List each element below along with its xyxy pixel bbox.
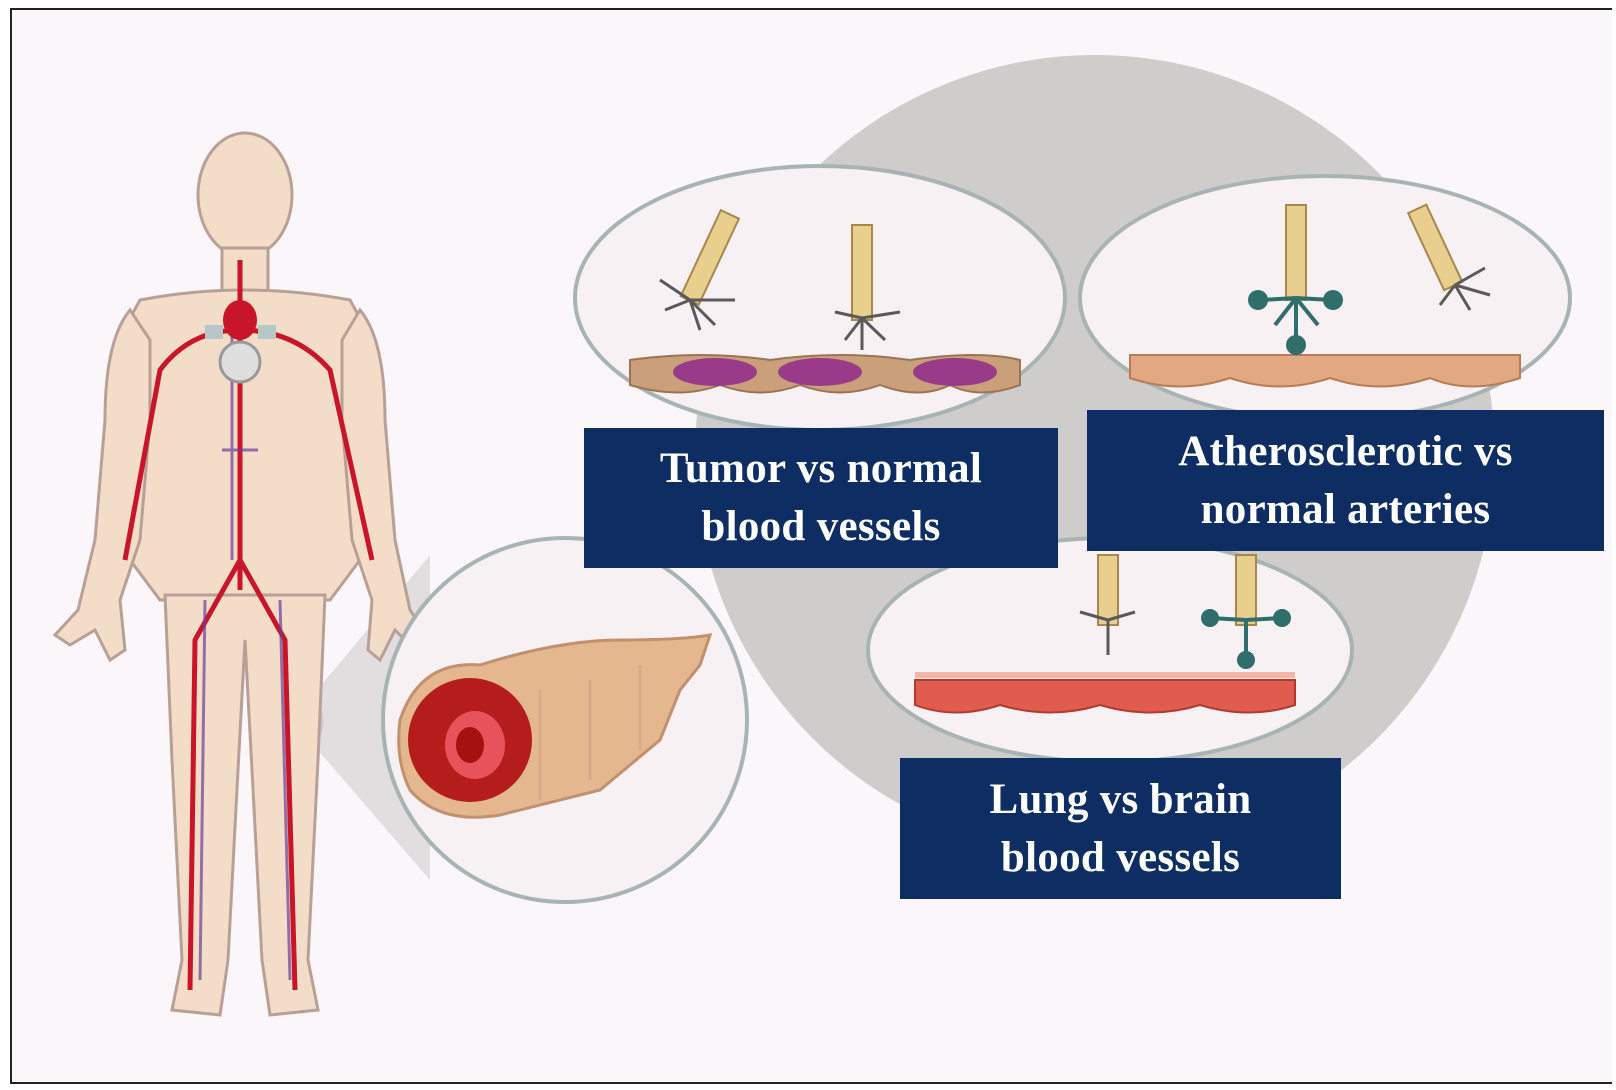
label-tumor-line-1: Tumor vs normal <box>584 440 1058 498</box>
label-athero-line-2: normal arteries <box>1087 481 1604 539</box>
athero-inset <box>1080 176 1570 420</box>
label-lung-vs-brain: Lung vs brain blood vessels <box>900 758 1341 899</box>
label-tumor-line-2: blood vessels <box>584 498 1058 556</box>
tumor-inset <box>383 538 747 902</box>
label-lung-line-2: blood vessels <box>900 829 1341 887</box>
human-body-figure <box>55 133 430 1015</box>
tumor-vessels-inset <box>575 166 1065 430</box>
lung-brain-inset <box>868 538 1352 762</box>
label-atherosclerotic-vs-normal: Atherosclerotic vs normal arteries <box>1087 410 1604 551</box>
label-tumor-vs-normal: Tumor vs normal blood vessels <box>584 428 1058 568</box>
label-athero-line-1: Atherosclerotic vs <box>1087 423 1604 481</box>
label-lung-line-1: Lung vs brain <box>900 771 1341 829</box>
